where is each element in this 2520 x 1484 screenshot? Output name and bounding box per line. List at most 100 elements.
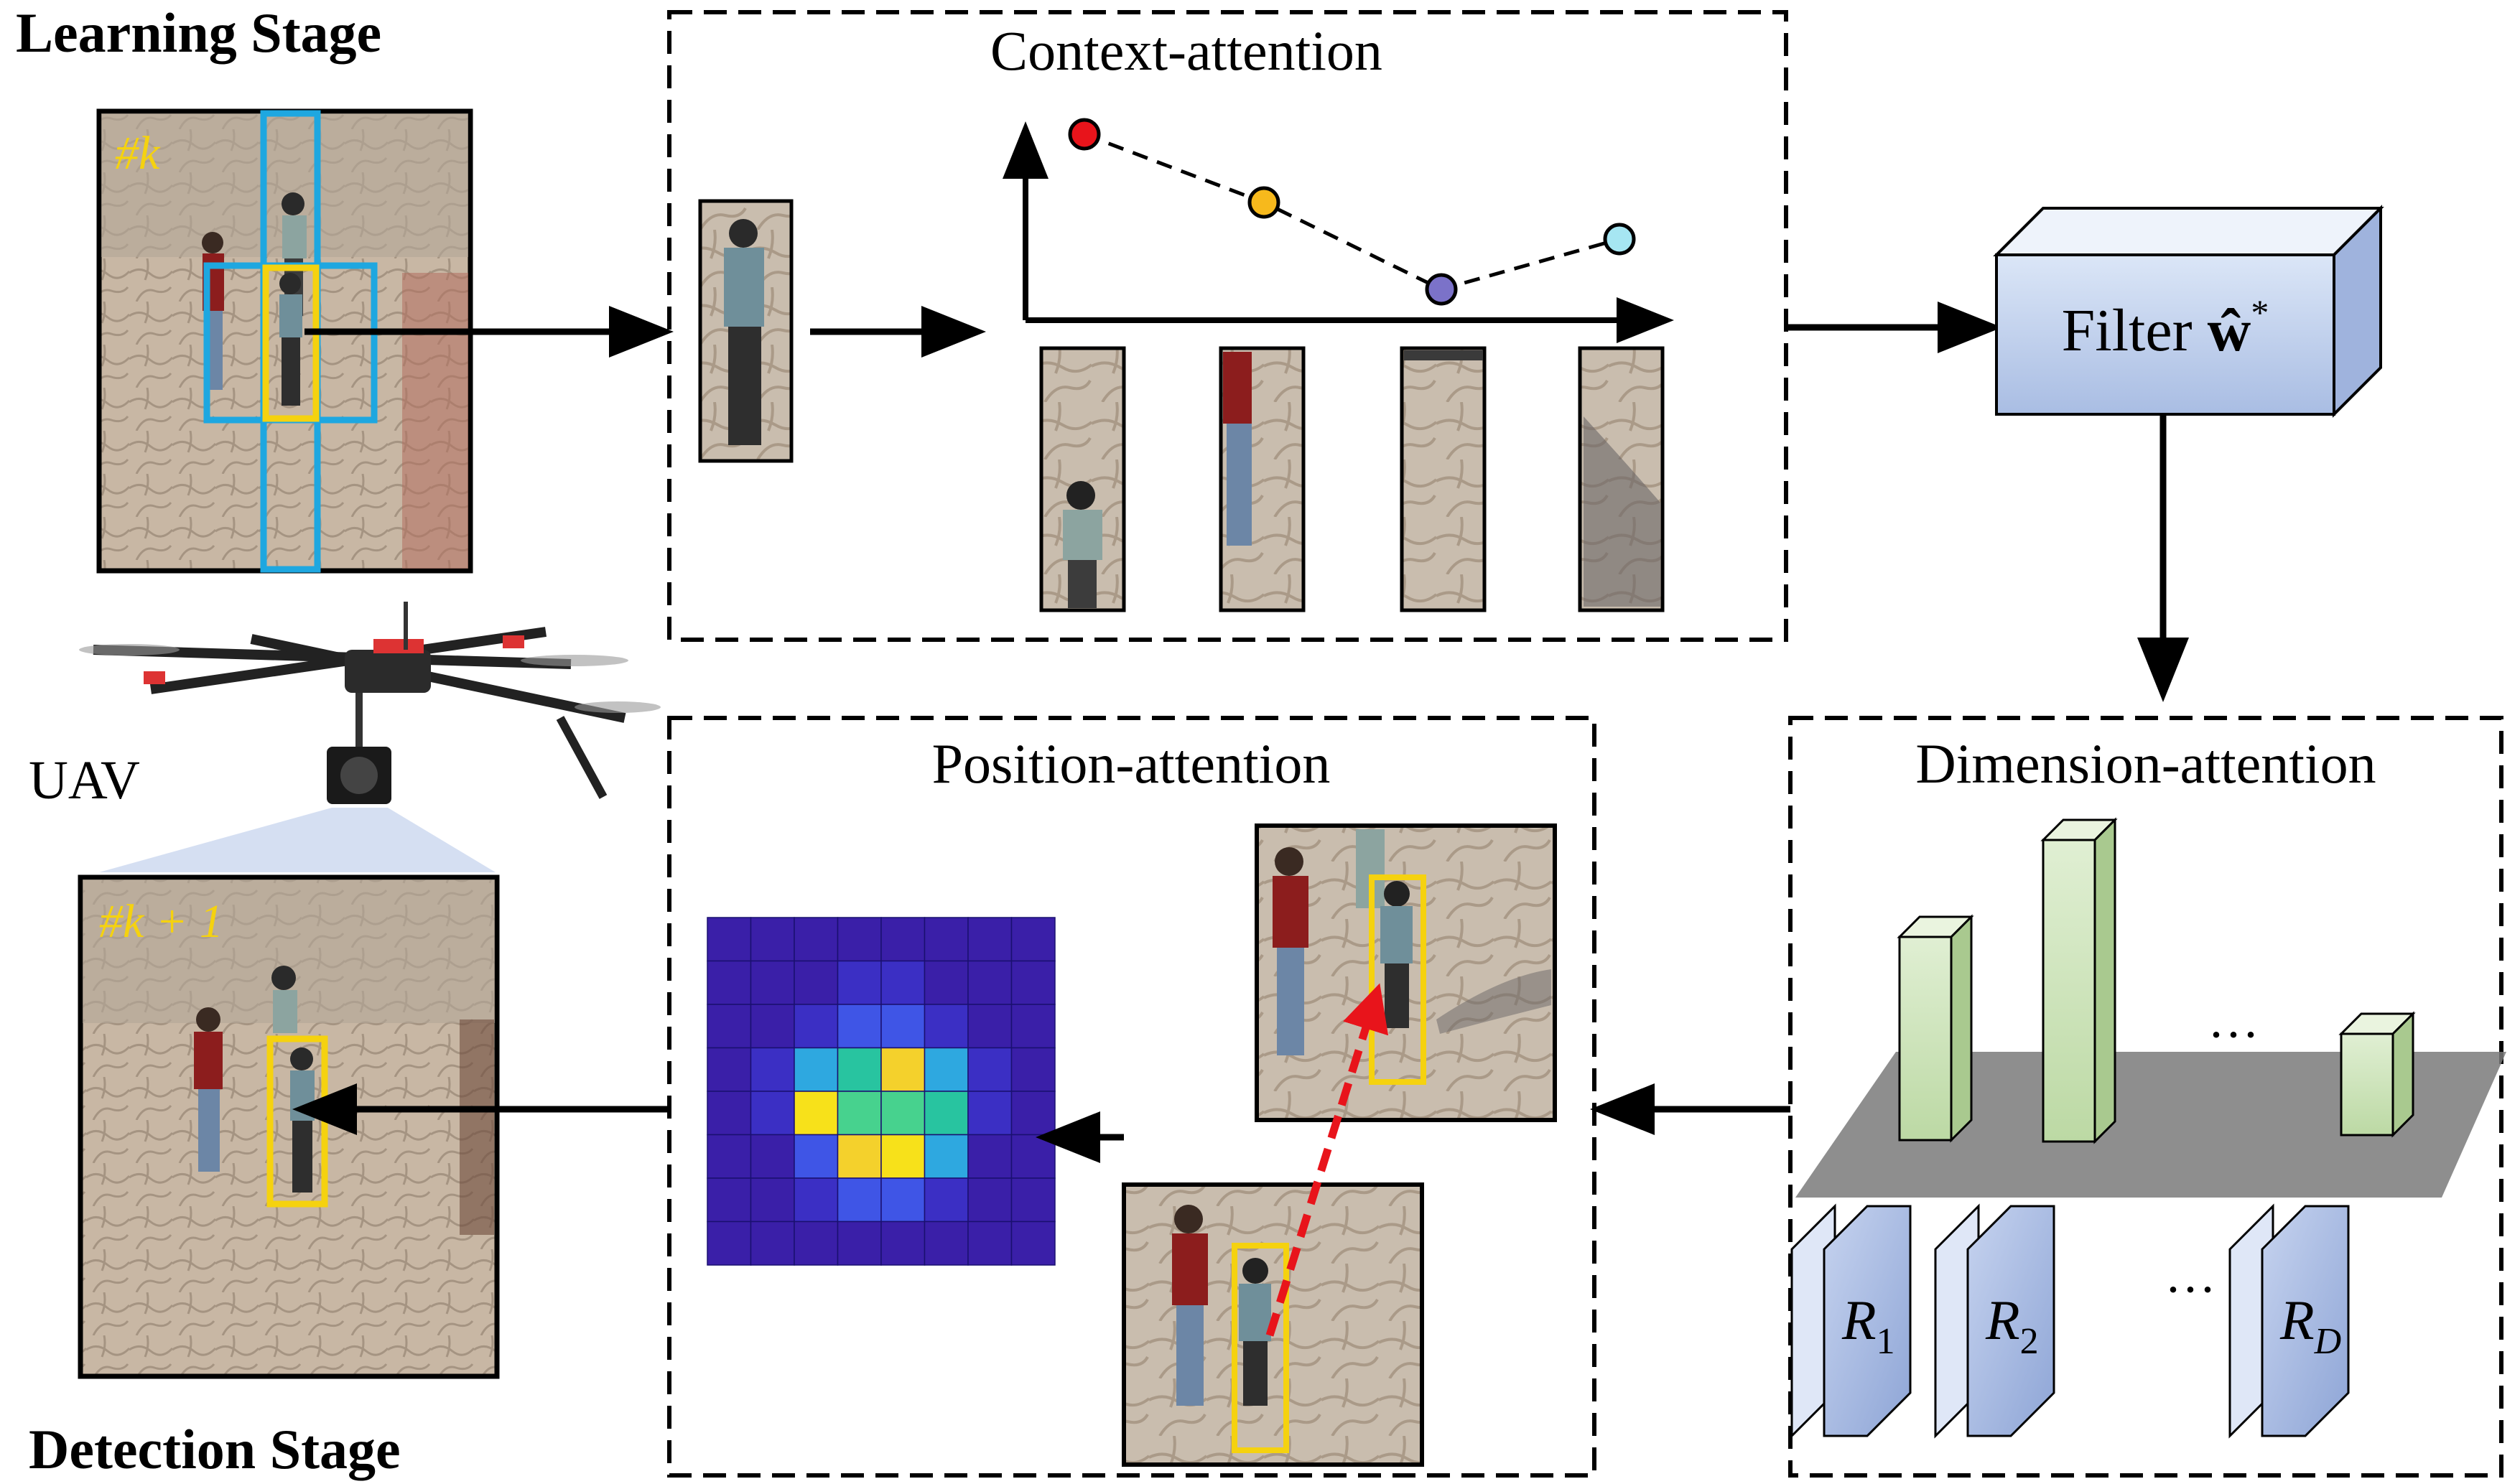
- heatmap-cell: [794, 1177, 839, 1223]
- heatmap-cell: [750, 1177, 795, 1223]
- heatmap-cell: [750, 1004, 795, 1049]
- heatmap-cell: [707, 1091, 752, 1136]
- heatmap-cell: [880, 1221, 926, 1266]
- learning-frame-image: #k: [96, 108, 473, 574]
- context-patch-image: [1400, 346, 1487, 612]
- heatmap-cell: [924, 1004, 969, 1049]
- response-label: R2: [1985, 1289, 2039, 1362]
- heatmap-cell: [837, 1047, 882, 1092]
- heatmap-cell: [880, 1004, 926, 1049]
- camera-view-cone: [99, 808, 496, 872]
- heatmap-cell: [967, 1091, 1013, 1136]
- person-figure: [279, 273, 302, 406]
- dimension-attention-title: Dimension-attention: [1915, 732, 2376, 795]
- heatmap-cell: [750, 1047, 795, 1092]
- heatmap-cell: [750, 1134, 795, 1179]
- detection-stage-label: Detection Stage: [29, 1418, 401, 1480]
- heatmap-cell: [924, 1221, 969, 1266]
- response-map: RD: [2228, 1203, 2350, 1439]
- context-patch-image: [1578, 346, 1665, 612]
- heatmap-cell: [967, 1177, 1013, 1223]
- heatmap-cell: [837, 917, 882, 962]
- heatmap-cell: [880, 1047, 926, 1092]
- detection-frame-image: #k + 1: [78, 874, 500, 1379]
- context-score-line: [1084, 132, 1620, 291]
- heatmap-cell: [794, 1047, 839, 1092]
- dimension-weight-bar: [2040, 817, 2118, 1144]
- heatmap-cell: [880, 917, 926, 962]
- bar-ellipsis: ···: [2208, 1006, 2259, 1063]
- learning-frame-number: #k: [115, 127, 161, 179]
- heatmap-cell: [837, 1221, 882, 1266]
- heatmap-cell: [1010, 960, 1056, 1005]
- heatmap-cell: [707, 960, 752, 1005]
- heatmap-cell: [967, 917, 1013, 962]
- position-attention-title: Position-attention: [932, 732, 1331, 795]
- dimension-attention-panel: [1788, 716, 2503, 1478]
- heatmap-cell: [1010, 1004, 1056, 1049]
- heatmap-cell: [750, 917, 795, 962]
- heatmap-cell: [1010, 1047, 1056, 1092]
- heatmap-cell: [967, 1134, 1013, 1179]
- heatmap-cell: [1010, 1134, 1056, 1179]
- dimension-weight-bar: [1897, 914, 1974, 1143]
- heatmap-cell: [794, 960, 839, 1005]
- position-attention-panel: [667, 716, 1596, 1478]
- heatmap-cell: [924, 1134, 969, 1179]
- heatmap-cell: [750, 1221, 795, 1266]
- heatmap-cell: [794, 917, 839, 962]
- heatmap-cell: [750, 960, 795, 1005]
- filter-label-prefix: Filter: [2062, 297, 2208, 364]
- heatmap-cell: [837, 1134, 882, 1179]
- context-attention-title: Context-attention: [990, 19, 1382, 82]
- heatmap-cell: [707, 1047, 752, 1092]
- target-box: [262, 264, 320, 422]
- heatmap-cell: [924, 1047, 969, 1092]
- heatmap-cell: [924, 917, 969, 962]
- filter-symbol: ŵ: [2208, 297, 2251, 364]
- heatmap-cell: [794, 1221, 839, 1266]
- dimension-weight-bar: [2338, 1011, 2416, 1138]
- heatmap-cell: [750, 1091, 795, 1136]
- heatmap-cell: [837, 960, 882, 1005]
- heatmap-cell: [967, 1004, 1013, 1049]
- filter-label: Filter ŵ*: [2062, 292, 2269, 364]
- heatmap-cell: [1010, 917, 1056, 962]
- position-search-image: [1255, 823, 1557, 1122]
- heatmap-cell: [880, 960, 926, 1005]
- heatmap-cell: [837, 1004, 882, 1049]
- response-label: RD: [2279, 1289, 2341, 1362]
- response-map: R2: [1934, 1203, 2055, 1439]
- heatmap-cell: [880, 1134, 926, 1179]
- person-figure: [194, 1007, 223, 1172]
- uav-label: UAV: [29, 750, 140, 811]
- heatmap-cell: [837, 1091, 882, 1136]
- person-figure: [271, 966, 297, 1033]
- position-heatmap: [707, 917, 1056, 1266]
- heatmap-cell: [880, 1177, 926, 1223]
- heatmap-cell: [794, 1004, 839, 1049]
- heatmap-cell: [924, 1177, 969, 1223]
- target-box: [1232, 1243, 1289, 1453]
- heatmap-cell: [924, 1091, 969, 1136]
- response-map: R1: [1790, 1203, 1912, 1439]
- context-patch-image: [1219, 346, 1306, 612]
- heatmap-cell: [707, 1221, 752, 1266]
- heatmap-cell: [880, 1091, 926, 1136]
- heatmap-cell: [967, 960, 1013, 1005]
- attention-plane: [1795, 1052, 2506, 1198]
- detection-frame-number: #k + 1: [99, 895, 223, 948]
- heatmap-cell: [794, 1091, 839, 1136]
- response-label: R1: [1841, 1289, 1895, 1362]
- heatmap-cell: [1010, 1177, 1056, 1223]
- context-score-point: [1603, 223, 1636, 256]
- heatmap-cell: [967, 1047, 1013, 1092]
- context-score-point: [1425, 273, 1458, 306]
- heatmap-cell: [707, 1004, 752, 1049]
- heatmap-cell: [967, 1221, 1013, 1266]
- heatmap-cell: [707, 1177, 752, 1223]
- heatmap-cell: [1010, 1221, 1056, 1266]
- heatmap-cell: [924, 960, 969, 1005]
- uav-drone-icon: [79, 602, 661, 804]
